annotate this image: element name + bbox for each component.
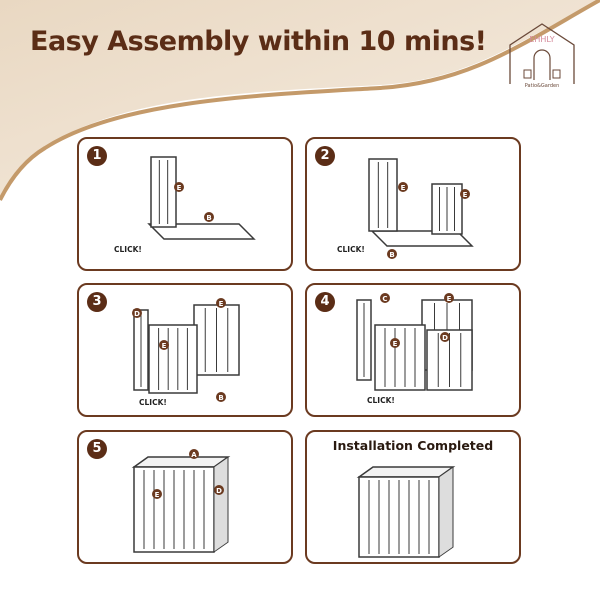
svg-text:B: B [218, 394, 223, 402]
svg-text:D: D [134, 310, 140, 318]
click-callout: CLICK! [367, 396, 395, 405]
svg-text:Patio&Garden: Patio&Garden [525, 83, 560, 89]
part-label: B [204, 212, 214, 222]
part-label: E [390, 338, 400, 348]
page-title: Easy Assembly within 10 mins! [30, 26, 487, 57]
svg-text:B: B [206, 214, 211, 222]
part-label: E [398, 182, 408, 192]
part-label: B [387, 249, 397, 259]
step-number-badge: 1 [87, 146, 107, 166]
svg-text:E: E [393, 340, 398, 348]
step-number-badge: 3 [87, 292, 107, 312]
part-label: D [440, 332, 450, 342]
step-1-panel: E B CLICK! 1 [77, 137, 293, 271]
part-label: D [214, 485, 224, 495]
svg-text:B: B [389, 251, 394, 259]
assembly-illustration: E E B CLICK! [337, 158, 474, 259]
part-label: E [159, 340, 169, 350]
svg-text:E: E [401, 184, 406, 192]
svg-text:E: E [447, 295, 452, 303]
step-2-panel: E E B CLICK! 2 [305, 137, 521, 271]
part-label: B [216, 392, 226, 402]
step-number-badge: 2 [315, 146, 335, 166]
svg-text:EHHLY: EHHLY [529, 35, 554, 44]
click-callout: CLICK! [139, 398, 167, 407]
part-label: E [174, 182, 184, 192]
assembly-illustration: E B CLICK! [114, 156, 256, 254]
part-label: E [460, 189, 470, 199]
assembly-illustration [356, 466, 456, 558]
part-label: E [444, 293, 454, 303]
svg-text:D: D [216, 487, 222, 495]
part-label: E [216, 298, 226, 308]
step-5-panel: A E D 5 [77, 430, 293, 564]
assembly-illustration: C E E D CLICK! [356, 293, 473, 405]
part-label: C [380, 293, 390, 303]
svg-text:D: D [442, 334, 448, 342]
svg-text:A: A [191, 451, 197, 459]
svg-text:E: E [162, 342, 167, 350]
assembly-illustration: D E E B CLICK! [132, 298, 240, 407]
installation-completed-panel: Installation Completed [305, 430, 521, 564]
step-number-badge: 5 [87, 439, 107, 459]
completed-caption: Installation Completed [332, 438, 494, 453]
step-4-panel: C E E D CLICK! 4 [305, 283, 521, 417]
svg-text:E: E [155, 491, 160, 499]
step-3-panel: D E E B CLICK! 3 [77, 283, 293, 417]
brand-logo: EHHLY Patio&Garden [496, 20, 588, 90]
part-label: D [132, 308, 142, 318]
assembly-illustration: A E D [131, 449, 231, 553]
click-callout: CLICK! [114, 245, 142, 254]
step-number-badge: 4 [315, 292, 335, 312]
svg-text:E: E [177, 184, 182, 192]
part-label: E [152, 489, 162, 499]
svg-text:C: C [382, 295, 387, 303]
svg-text:E: E [219, 300, 224, 308]
part-label: A [189, 449, 199, 459]
svg-text:E: E [463, 191, 468, 199]
click-callout: CLICK! [337, 245, 365, 254]
